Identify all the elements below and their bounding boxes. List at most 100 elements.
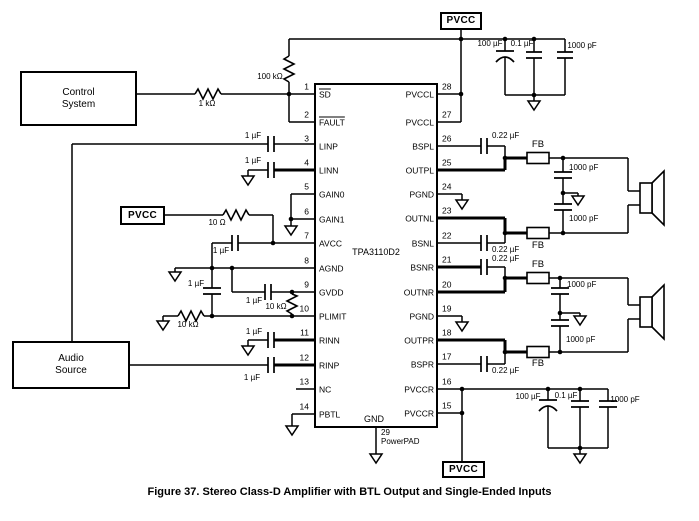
resistor-10ohm bbox=[222, 208, 250, 222]
pin-21-number: 21 bbox=[442, 254, 452, 265]
pin-10-name-plimit: PLIMIT bbox=[319, 311, 347, 322]
label-bspl-cap: 0.22 µF bbox=[492, 131, 520, 140]
pin-17-name-bspr: BSPR bbox=[410, 359, 434, 370]
pvcc-bottom-label: PVCC bbox=[449, 463, 478, 475]
pin-13-number: 13 bbox=[299, 376, 309, 387]
audio-source-box: Audio Source bbox=[12, 341, 130, 389]
pin-26-name-bspl: BSPL bbox=[412, 141, 434, 152]
pin-4-number: 4 bbox=[304, 157, 309, 168]
ferrite-beads bbox=[526, 151, 550, 359]
label-top-mid-cap: 0.1 µF bbox=[510, 39, 534, 48]
pin-1-number: 1 bbox=[304, 81, 309, 92]
pin-15-number: 15 bbox=[442, 400, 452, 411]
pin-17-number: 17 bbox=[442, 351, 452, 362]
label-top-bulk-cap: 100 µF bbox=[477, 39, 503, 48]
label-bspr-cap: 0.22 µF bbox=[492, 366, 520, 375]
pin-8-name-agnd: AGND bbox=[319, 263, 344, 274]
pin-25-name-outpl: OUTPL bbox=[405, 165, 434, 176]
ic-outline bbox=[314, 83, 438, 428]
label-bsnr-cap: 0.22 µF bbox=[492, 254, 520, 263]
pin-27-name-pvccl: PVCCL bbox=[405, 117, 434, 128]
pin-7-name-avcc: AVCC bbox=[319, 238, 342, 249]
pin-12-name-rinp: RINP bbox=[319, 360, 340, 371]
pin-22-number: 22 bbox=[442, 230, 452, 241]
pin-11-number: 11 bbox=[300, 327, 309, 338]
figure-caption: Figure 37. Stereo Class-D Amplifier with… bbox=[147, 486, 552, 498]
resistor-10k-gvdd bbox=[285, 293, 299, 315]
label-ferrite-bead-1: FB bbox=[531, 139, 545, 150]
powerpad-pin-number: 29 bbox=[381, 428, 390, 437]
polarized-capacitor-plates bbox=[495, 50, 558, 412]
pin-14-number: 14 bbox=[299, 401, 309, 412]
label-ferrite-bead-3: FB bbox=[531, 259, 545, 270]
pin-12-number: 12 bbox=[299, 352, 309, 363]
speaker-right bbox=[639, 283, 665, 341]
label-bottom-mid-cap: 0.1 µF bbox=[554, 391, 578, 400]
label-plimit-cap: 1 µF bbox=[187, 279, 205, 288]
ferrite-bead-3 bbox=[526, 271, 550, 285]
label-linn-cap: 1 µF bbox=[244, 156, 262, 165]
pin-16-name-pvccr: PVCCR bbox=[404, 384, 434, 395]
control-system-label-line1: Control bbox=[62, 86, 95, 98]
pin-2-name-fault: FAULT bbox=[319, 117, 345, 128]
audio-source-label-line2: Source bbox=[55, 365, 87, 376]
wire-network bbox=[71, 30, 640, 461]
label-avcc-cap: 1 µF bbox=[212, 246, 230, 255]
pvcc-top-box: PVCC bbox=[440, 12, 482, 30]
pin-20-number: 20 bbox=[442, 279, 452, 290]
label-snubber-cap-4: 1000 pF bbox=[566, 335, 596, 344]
pin-18-number: 18 bbox=[442, 327, 452, 338]
pin-23-name-outnl: OUTNL bbox=[405, 213, 434, 224]
pvcc-bottom-box: PVCC bbox=[442, 461, 485, 478]
ground-symbols bbox=[155, 100, 588, 465]
pvcc-mid-label: PVCC bbox=[128, 209, 157, 221]
label-rinn-cap: 1 µF bbox=[245, 327, 263, 336]
powerpad-label: PowerPAD bbox=[381, 437, 420, 446]
pin-11-name-rinn: RINN bbox=[319, 335, 340, 346]
speaker-left bbox=[639, 169, 665, 227]
pin-8-number: 8 bbox=[304, 255, 309, 266]
resistor-zigzags bbox=[177, 55, 299, 323]
label-top-small-cap: 1000 pF bbox=[567, 41, 597, 50]
pin-24-name-pgnd: PGND bbox=[409, 189, 434, 200]
pin-5-name-gain0: GAIN0 bbox=[319, 189, 345, 200]
pin-21-name-bsnr: BSNR bbox=[410, 262, 434, 273]
pin-24-number: 24 bbox=[442, 181, 452, 192]
pvcc-top-label: PVCC bbox=[446, 15, 476, 26]
label-ferrite-bead-2: FB bbox=[531, 240, 545, 251]
pin-15-name-pvccr: PVCCR bbox=[404, 408, 434, 419]
capacitor-plates bbox=[203, 51, 617, 408]
ic-part-number: TPA3110D2 bbox=[352, 247, 400, 257]
pin-10-number: 10 bbox=[299, 303, 309, 314]
ferrite-bead-4 bbox=[526, 345, 550, 359]
pvcc-mid-box: PVCC bbox=[120, 206, 165, 225]
pin-4-name-linn: LINN bbox=[319, 165, 339, 176]
pin-1-name-sd: SD bbox=[319, 89, 331, 100]
resistor-100k bbox=[282, 55, 296, 83]
pin-13-name-nc: NC bbox=[319, 384, 332, 395]
label-series-resistor: 1 kΩ bbox=[198, 99, 216, 108]
label-bsnl-cap: 0.22 µF bbox=[492, 245, 520, 254]
pin-26-number: 26 bbox=[442, 133, 452, 144]
pin-19-number: 19 bbox=[442, 303, 452, 314]
pin-16-number: 16 bbox=[442, 376, 452, 387]
control-system-label-line2: System bbox=[61, 98, 96, 110]
pin-3-number: 3 bbox=[304, 133, 309, 144]
pin-7-number: 7 bbox=[304, 230, 309, 241]
control-system-box: Control System bbox=[20, 71, 137, 126]
pin-19-name-pgnd: PGND bbox=[409, 311, 434, 322]
pin-14-name-pbtl: PBTL bbox=[319, 409, 341, 420]
pin-25-number: 25 bbox=[442, 157, 452, 168]
junction-dots bbox=[209, 36, 583, 451]
ic-gnd-label: GND bbox=[364, 414, 384, 424]
label-gvdd-plimit-resistor: 10 kΩ bbox=[265, 302, 287, 311]
pin-9-name-gvdd: GVDD bbox=[319, 287, 344, 298]
label-avcc-resistor: 10 Ω bbox=[208, 218, 226, 227]
label-ferrite-bead-4: FB bbox=[531, 358, 545, 369]
label-snubber-cap-2: 1000 pF bbox=[569, 214, 599, 223]
pin-28-number: 28 bbox=[442, 81, 452, 92]
pin-20-name-outnr: OUTNR bbox=[403, 287, 434, 298]
pin-23-number: 23 bbox=[442, 205, 452, 216]
